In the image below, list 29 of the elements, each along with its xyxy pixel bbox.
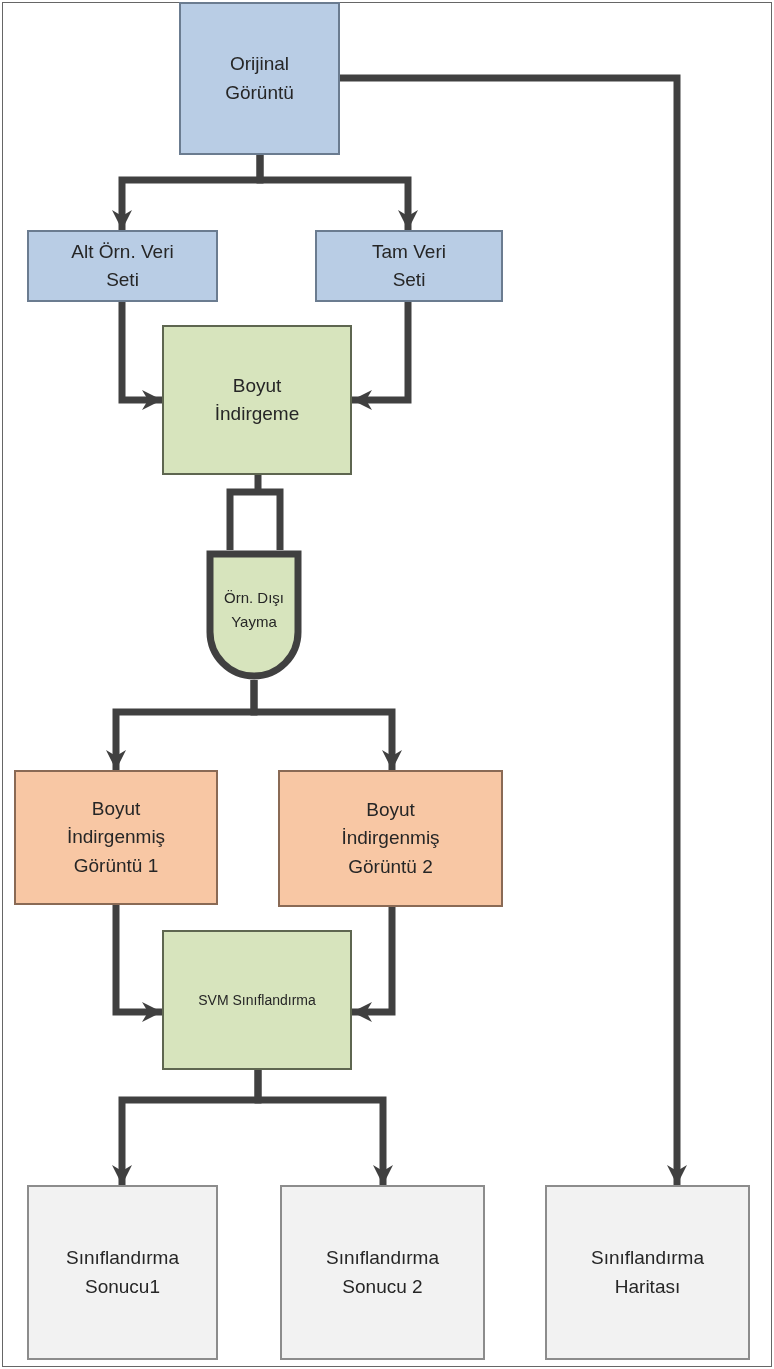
- node-label: Orijinal Görüntü: [224, 52, 295, 105]
- process-box: [315, 230, 503, 302]
- process-box: [27, 1185, 218, 1360]
- process-box: [179, 2, 340, 155]
- node-label: Sınıflandırma Sonucu1: [65, 1246, 180, 1299]
- arrow: [118, 302, 162, 410]
- arrow: [352, 302, 412, 410]
- process-box: [14, 770, 218, 905]
- process-box: [545, 1185, 750, 1360]
- node-label: Tam Veri Seti: [371, 239, 447, 292]
- arrow: [254, 1070, 393, 1185]
- process-box: [278, 770, 503, 907]
- node-label: Boyut İndirgenmiş Görüntü 2: [340, 797, 441, 879]
- process-box: [280, 1185, 485, 1360]
- arrow: [256, 155, 418, 230]
- arrow: [352, 907, 396, 1022]
- process-box: [27, 230, 218, 302]
- node-label: Boyut İndirgeme: [213, 373, 301, 426]
- delay-shape: [206, 550, 302, 680]
- node-label: Örn. Dışı Yayma: [223, 588, 285, 632]
- process-box: [162, 930, 352, 1070]
- process-box: [162, 325, 352, 475]
- node-label: Alt Örn. Veri Seti: [70, 239, 175, 292]
- node-label: Sınıflandırma Haritası: [590, 1246, 705, 1299]
- arrow: [112, 905, 162, 1022]
- arrow: [340, 74, 687, 1185]
- node-label: Sınıflandırma Sonucu 2: [325, 1246, 440, 1299]
- node-label: SVM Sınıflandırma: [198, 990, 316, 1010]
- node-label: Boyut İndirgenmiş Görüntü 1: [65, 796, 167, 878]
